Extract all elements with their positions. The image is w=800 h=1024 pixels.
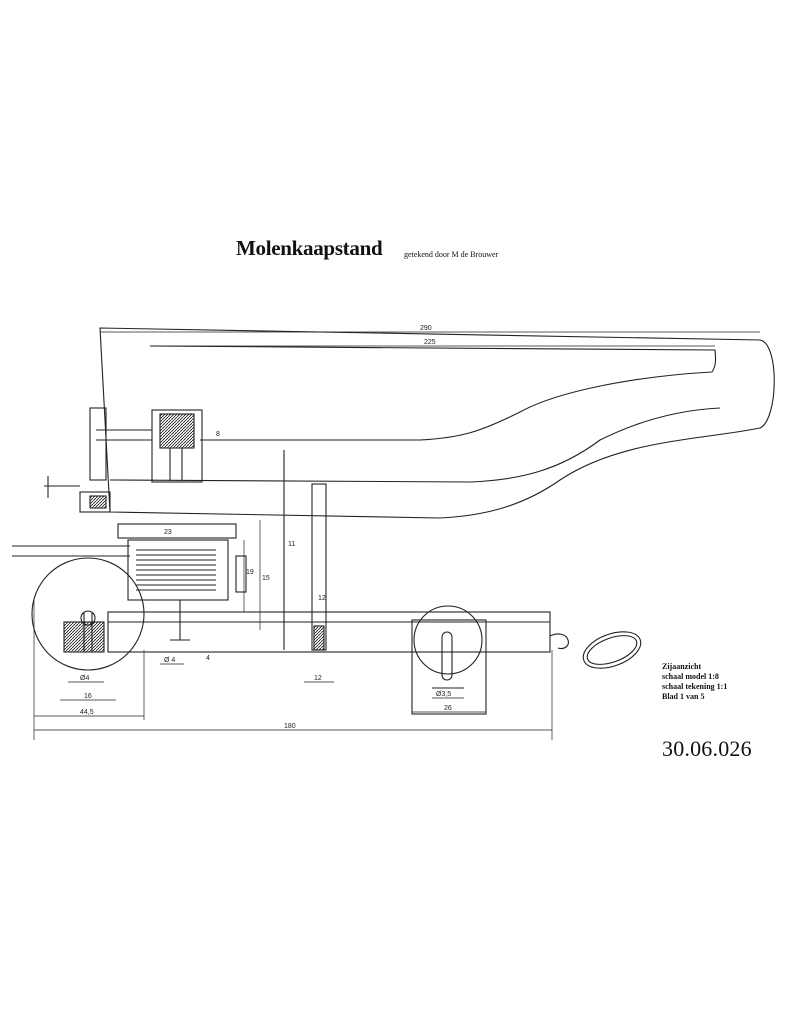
- hook: [549, 633, 569, 650]
- drawing-title: Molenkaapstand: [236, 236, 383, 260]
- dim-base-length: 180: [284, 723, 296, 730]
- left-bracket: [89, 407, 107, 481]
- small-wheel: [413, 605, 483, 675]
- drum-top-plate: [117, 523, 237, 539]
- dim-post-section: 12: [314, 675, 322, 682]
- dim-mid-height: 12: [318, 595, 326, 602]
- arm-head-block: [151, 409, 203, 483]
- pull-ring: [582, 631, 642, 669]
- drawing-number: 30.06.026: [662, 736, 752, 761]
- drum-frame: [127, 539, 229, 601]
- dim-bracket: 8: [216, 431, 220, 438]
- curved-arm: [99, 327, 775, 519]
- dim-small-wheel-width: 26: [444, 705, 452, 712]
- title-block-legend: Zijaanzicht schaal model 1:8 schaal teke…: [662, 662, 727, 702]
- dim-arm-length: 225: [424, 339, 436, 346]
- dim-wheel-diameter: 44,5: [80, 709, 94, 716]
- vertical-post: [311, 483, 327, 651]
- drum-windings: [136, 549, 216, 591]
- arm-inner-profile: [149, 345, 717, 441]
- legend-view: Zijaanzicht: [662, 662, 702, 671]
- dim-drum-base: 4: [206, 655, 210, 662]
- drawing-subtitle: getekend door M de Brouwer: [404, 250, 499, 259]
- legend-sheet: Blad 1 van 5: [662, 692, 705, 701]
- dim-wheel-hub: 16: [84, 693, 92, 700]
- arm-lower-profile: [109, 407, 721, 483]
- dim-wheel-axle: Ø4: [80, 675, 89, 682]
- base-beam: [107, 611, 551, 653]
- dim-small-wheel-axle: Ø3,5: [436, 691, 451, 698]
- dim-side-height: 19: [246, 569, 254, 576]
- dim-drum-height: 15: [262, 575, 270, 582]
- large-wheel: [31, 557, 145, 671]
- legend-drawing-scale: schaal tekening 1:1: [662, 682, 728, 691]
- small-hatched-block: [79, 491, 111, 513]
- dim-overall-length: 290: [420, 325, 432, 332]
- legend-model-scale: schaal model 1:8: [662, 672, 719, 681]
- dim-post-height: 11: [288, 541, 295, 548]
- dim-drum-top: 23: [164, 529, 172, 536]
- dim-drum-core: Ø 4: [164, 657, 175, 664]
